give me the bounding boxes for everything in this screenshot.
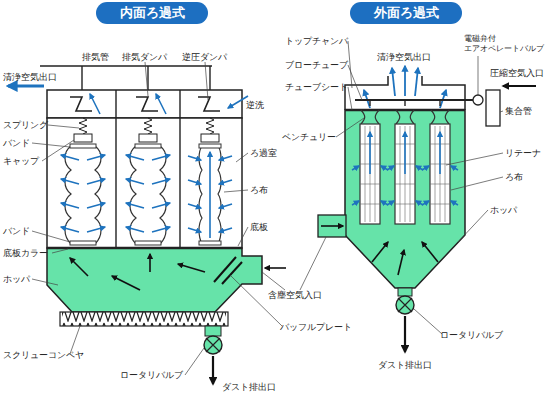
part-label: ホッパ	[490, 205, 517, 215]
part-label: 底板	[250, 222, 268, 232]
clean-air-arrow	[8, 85, 44, 88]
part-label: ろ布	[250, 185, 268, 195]
part-label: 清浄空気出口	[377, 52, 431, 62]
part-label: 逆圧ダンパ	[182, 52, 227, 62]
hopper	[47, 248, 262, 312]
dust-out-arrow	[212, 356, 214, 384]
base-plate	[47, 247, 242, 250]
part-label: 排気ダンパ	[122, 52, 167, 62]
outer-filter-collector	[318, 66, 536, 352]
filter-bag	[61, 144, 105, 245]
conveyor-trough	[60, 312, 228, 326]
tube-sheet	[345, 109, 465, 112]
heading-badge: 外面ろ過式	[350, 2, 462, 24]
part-label: 含塵空気入口	[268, 290, 322, 300]
part-label: ブローチューブ	[285, 60, 348, 70]
dust-flow-arrows	[321, 226, 438, 275]
part-label: リテーナ	[505, 148, 541, 158]
part-label: ホッパ	[3, 274, 30, 284]
part-label: バンド	[3, 226, 30, 236]
part-label: ろ布	[505, 172, 523, 182]
part-label: 集合管	[505, 106, 532, 116]
filter-cartridge	[422, 110, 458, 224]
part-label: 逆洗	[246, 100, 264, 110]
filter-cartridge	[387, 110, 423, 224]
rotary-valve-vanes	[206, 338, 220, 352]
part-label: チューブシート	[285, 82, 348, 92]
part-label: 電磁弁付 エアオペレートバルブ	[464, 34, 546, 54]
rotary-valve	[204, 336, 222, 354]
damper-flow-arrows	[90, 94, 248, 114]
dust-flow-arrows	[70, 254, 286, 290]
damper-housing	[47, 90, 242, 118]
filter-bag-reverse	[188, 144, 232, 245]
inlet-duct	[318, 215, 346, 237]
rotary-valve-vanes	[398, 298, 412, 312]
casing-hopper	[345, 110, 465, 288]
heading-text: 外面ろ過式	[374, 2, 439, 24]
blow-tube	[355, 99, 473, 101]
part-label: ろ過室	[250, 148, 277, 158]
compressed-air-arrow	[503, 85, 536, 87]
part-label: スクリューコンベヤ	[3, 350, 84, 360]
rotary-valve	[396, 296, 414, 314]
outlet-chute	[205, 326, 221, 336]
baffle-plate	[214, 257, 242, 284]
dust-out-arrow	[404, 316, 406, 352]
heading-badge: 内面ろ過式	[96, 2, 208, 24]
part-label: ベンチュリー	[282, 132, 336, 142]
part-label: 底板カラー	[3, 248, 48, 258]
part-label: ダスト排出口	[378, 360, 432, 370]
heading-text: 内面ろ過式	[120, 2, 185, 24]
part-label: 清浄空気出口	[3, 72, 57, 82]
part-label: ダスト排出口	[222, 382, 276, 392]
chamber-dividers	[116, 90, 180, 248]
outlet-chute	[398, 288, 412, 296]
part-label: ロータリバルブ	[440, 330, 503, 340]
clean-air-arrows	[364, 66, 446, 108]
part-label: キャップ	[3, 156, 39, 166]
air-operated-valve	[473, 95, 483, 105]
part-label: トップチャンバ	[285, 36, 348, 46]
caps	[74, 134, 219, 142]
part-label: バッフルプレート	[280, 322, 352, 332]
part-label: スプリング	[3, 120, 48, 130]
leader-lines	[32, 41, 503, 375]
part-label: ロータリバルブ	[120, 370, 183, 380]
part-label: 排気管	[82, 52, 109, 62]
part-label: バンド	[3, 138, 30, 148]
screw-conveyor	[62, 312, 226, 326]
header-pipe	[486, 90, 500, 126]
springs	[79, 118, 214, 134]
blow-nozzles	[370, 100, 440, 106]
inner-filter-collector	[8, 66, 286, 384]
filter-bag	[126, 144, 170, 245]
filter-chamber	[47, 118, 242, 248]
exhaust-pipe	[40, 65, 212, 67]
filter-cartridge	[352, 110, 388, 224]
part-label: 圧縮空気入口	[490, 68, 544, 78]
